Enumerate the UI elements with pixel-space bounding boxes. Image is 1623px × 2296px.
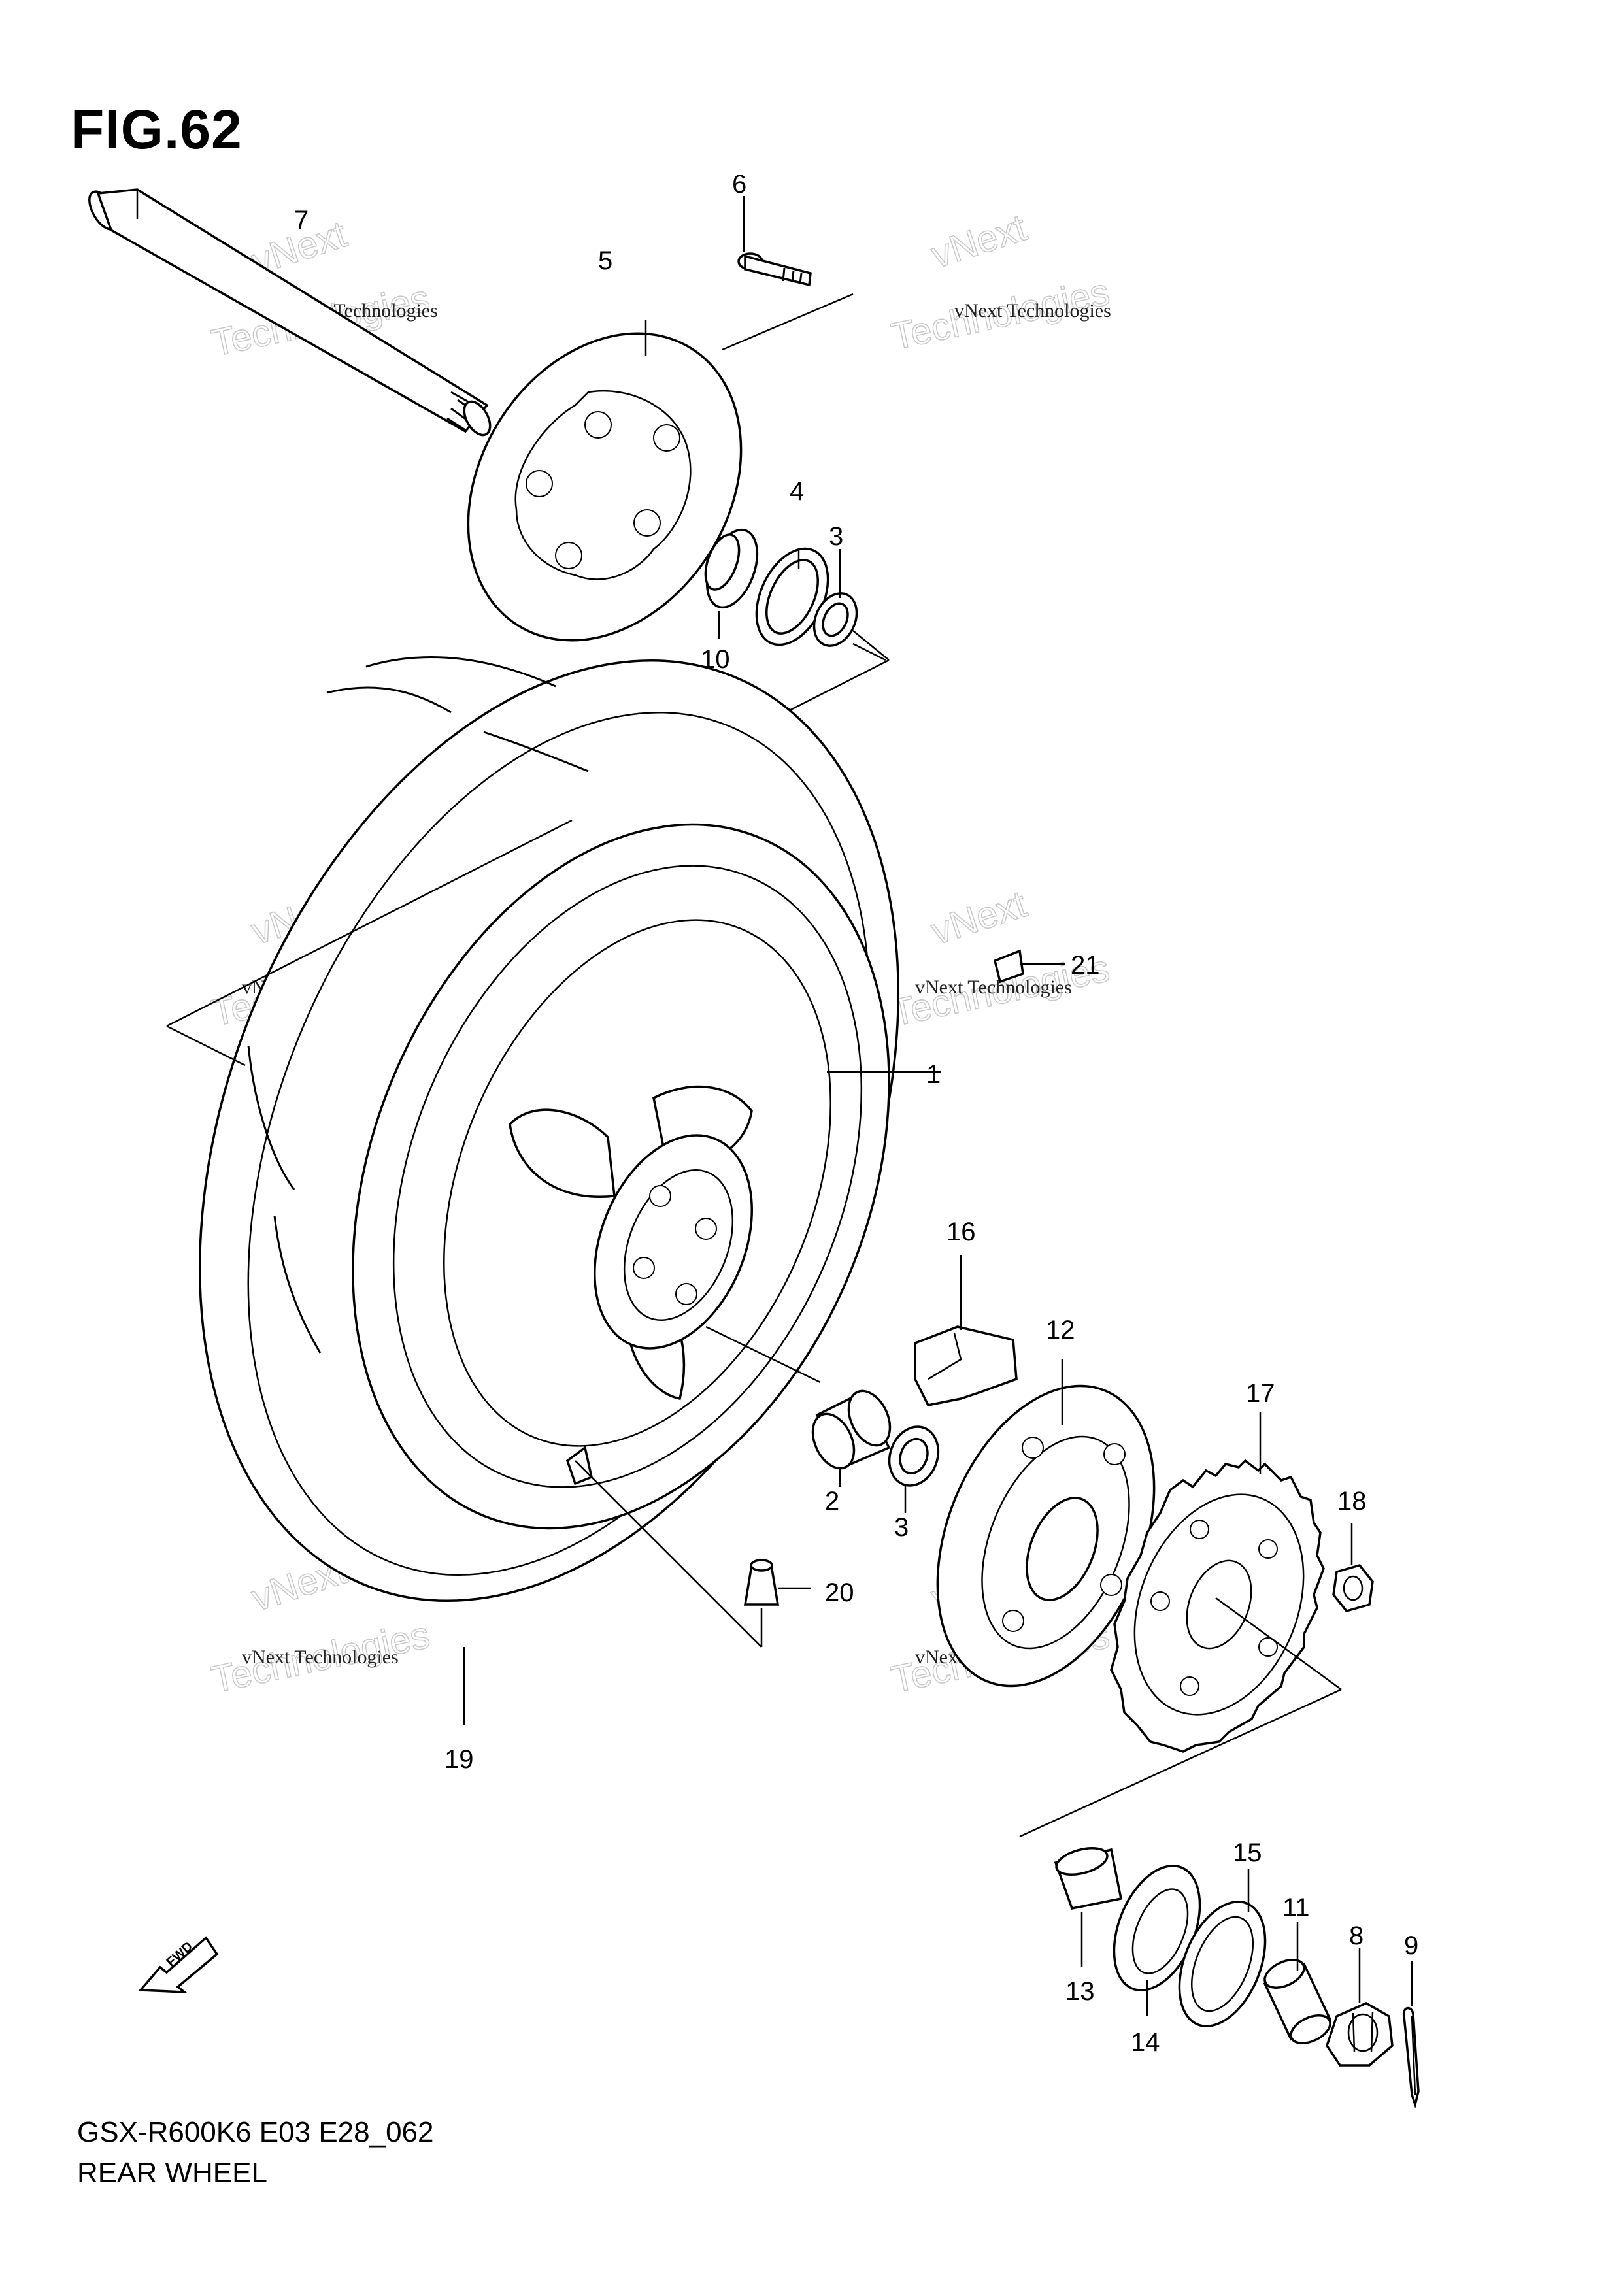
figure-title: FIG.62	[71, 99, 243, 160]
cotter-pin-9	[1402, 2006, 1420, 2109]
callout-15: 15	[1233, 1838, 1262, 1867]
watermark-big-1: vNext	[926, 882, 1031, 953]
spacer-2	[811, 1389, 892, 1470]
bearing-14	[1113, 1865, 1201, 1991]
spacer-13	[1054, 1847, 1123, 1910]
watermark-text: vNext Technologies	[242, 1646, 399, 1668]
callout-3-lower: 3	[894, 1513, 909, 1542]
watermark-text: vNext Technologies	[915, 976, 1072, 998]
callout-12: 12	[1046, 1316, 1075, 1344]
rear-wheel-assembly	[199, 656, 899, 1602]
bearing-3-upper	[812, 592, 858, 647]
callout-labels: 1 2 3 3 4 5 6 7 8 9 10 11 12 13 14 15 16…	[294, 170, 1418, 2057]
callout-14: 14	[1131, 2028, 1160, 2057]
callout-11: 11	[1282, 1893, 1310, 1922]
callout-2: 2	[825, 1487, 839, 1516]
callout-4: 4	[790, 477, 804, 506]
bearing-3-lower	[888, 1425, 940, 1487]
diagram-name: REAR WHEEL	[77, 2157, 267, 2189]
sprocket-mounting-drum-12	[936, 1384, 1156, 1688]
axle-nut-8	[1326, 2002, 1394, 2067]
callout-13: 13	[1065, 1977, 1095, 2006]
callout-16: 16	[946, 1218, 976, 1246]
dust-seal-15	[1178, 1901, 1267, 2027]
sprocket-nut-18	[1332, 1563, 1374, 1613]
valve-21	[993, 949, 1024, 984]
callout-10: 10	[701, 645, 730, 674]
watermark-text: vNext Technologies	[954, 300, 1111, 322]
callout-3-upper: 3	[829, 522, 843, 551]
callout-5: 5	[598, 246, 612, 275]
watermark-big-1: vNext	[926, 206, 1031, 276]
rear-axle-shaft	[88, 188, 492, 437]
callout-18: 18	[1337, 1487, 1367, 1516]
diagram-code: GSX-R600K6 E03 E28_062	[77, 2116, 434, 2148]
callout-9: 9	[1404, 1931, 1418, 1960]
bracket-16	[914, 1325, 1018, 1406]
dust-seal-4	[755, 547, 829, 646]
callout-1: 1	[926, 1060, 941, 1089]
valve-20	[743, 1559, 780, 1606]
callout-7: 7	[294, 206, 309, 235]
spacer-10	[704, 528, 759, 609]
callout-19: 19	[444, 1745, 474, 1774]
callout-21: 21	[1071, 951, 1100, 980]
forward-direction-arrow: FWD	[138, 1936, 219, 1993]
callout-17: 17	[1246, 1379, 1275, 1408]
rear-sprocket-17	[1110, 1459, 1325, 1753]
callout-20: 20	[825, 1578, 854, 1607]
spacer-11	[1263, 1959, 1332, 2044]
callout-8: 8	[1349, 1922, 1364, 1950]
callout-6: 6	[732, 170, 746, 199]
disc-bolt	[737, 252, 812, 287]
rear-brake-disc	[467, 332, 743, 642]
